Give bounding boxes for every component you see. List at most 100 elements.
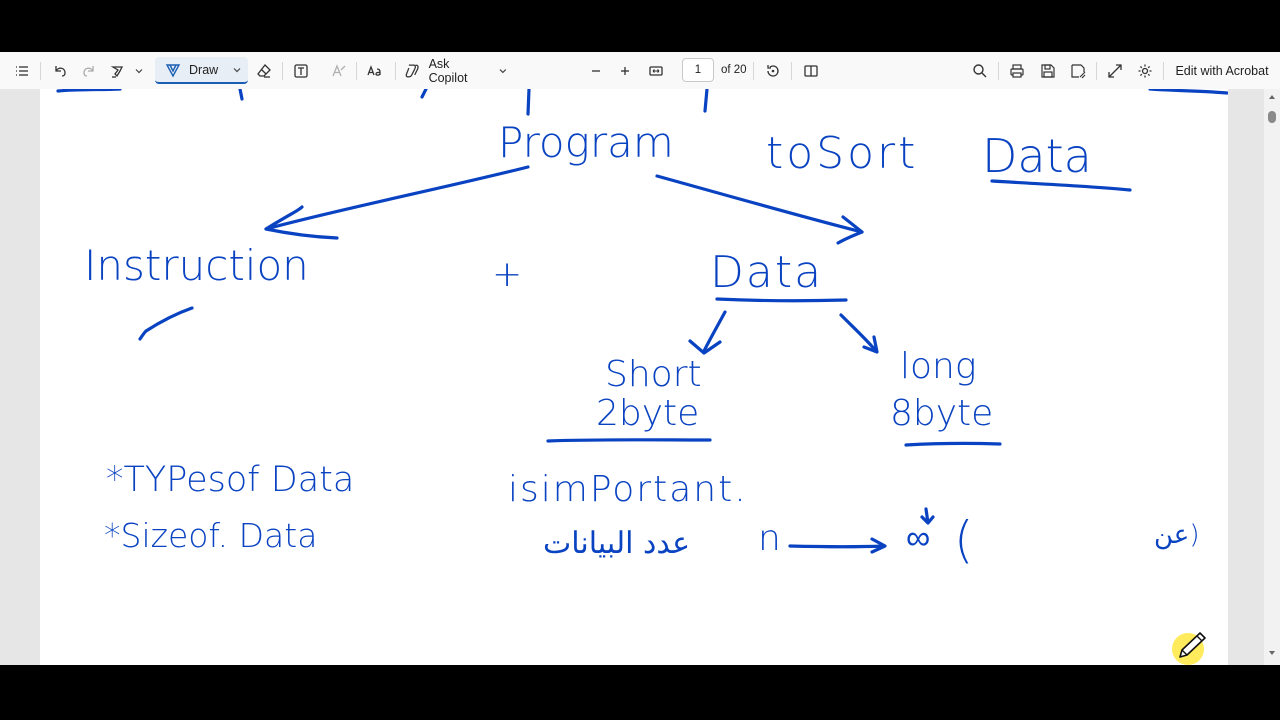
read-aloud-button[interactable] <box>363 52 387 89</box>
note-size-of-data: *Sizeof. Data <box>104 516 318 555</box>
ink-stroke <box>546 438 712 443</box>
toolbar-divider <box>395 62 396 80</box>
toolbar-divider <box>998 62 999 80</box>
chevron-down-icon <box>499 68 507 73</box>
highlight-icon <box>110 65 124 78</box>
note-short-size: 2byte <box>596 393 700 434</box>
note-data-middle: Data <box>710 247 824 298</box>
note-is-important: isimPortant. <box>508 469 748 510</box>
copilot-icon <box>405 64 419 78</box>
zoom-out-icon <box>592 69 600 72</box>
ink-stroke <box>920 507 935 525</box>
draw-label: Draw <box>189 62 219 77</box>
note-plus: + <box>492 254 523 295</box>
vertical-scrollbar[interactable] <box>1264 89 1280 665</box>
note-data-top: Data <box>982 129 1092 183</box>
search-button[interactable] <box>968 52 992 89</box>
pdf-page[interactable]: Program toSort Data Instruction + Data S… <box>40 89 1228 665</box>
erase-button[interactable] <box>252 52 276 89</box>
ink-stroke <box>264 165 530 231</box>
scrollbar-thumb[interactable] <box>1268 111 1276 123</box>
page-view-icon <box>804 64 818 77</box>
settings-icon <box>1138 64 1152 77</box>
save-as-button[interactable] <box>1066 52 1090 89</box>
ink-stroke <box>655 174 864 234</box>
save-button[interactable] <box>1036 52 1060 89</box>
ink-stroke <box>839 313 878 353</box>
ink-stroke <box>138 306 194 341</box>
fullscreen-icon <box>1108 63 1122 78</box>
page-number-input[interactable]: 1 <box>682 58 714 82</box>
ink-stroke <box>862 335 879 354</box>
page-view-button[interactable] <box>799 52 823 89</box>
search-icon <box>973 63 987 77</box>
pdf-viewer[interactable]: Program toSort Data Instruction + Data S… <box>0 89 1280 665</box>
ink-stroke <box>688 339 722 355</box>
fit-page-button[interactable] <box>644 52 668 89</box>
edit-with-acrobat-button[interactable]: Edit with Acrobat <box>1170 52 1274 89</box>
highlight-options-button[interactable] <box>132 52 146 89</box>
zoom-in-icon <box>621 66 629 75</box>
ink-stroke <box>836 215 864 245</box>
ask-copilot-label: Ask Copilot <box>428 56 468 85</box>
fullscreen-button[interactable] <box>1103 52 1127 89</box>
contents-button[interactable] <box>10 52 34 89</box>
scroll-down-icon <box>1269 651 1275 655</box>
undo-icon <box>55 65 66 77</box>
undo-button[interactable] <box>48 52 72 89</box>
zoom-in-button[interactable] <box>613 52 637 89</box>
note-arabic-count: عدد البيانات <box>543 526 690 561</box>
note-n: n <box>758 518 781 559</box>
redo-icon <box>83 65 94 77</box>
eraser-icon <box>257 63 271 78</box>
scroll-up-button[interactable] <box>1264 93 1280 105</box>
toolbar-divider <box>282 62 283 80</box>
text-format-button[interactable] <box>327 52 351 89</box>
rotate-icon <box>767 64 779 77</box>
ink-stroke <box>702 310 727 353</box>
toolbar-divider <box>356 62 357 80</box>
draw-icon <box>165 63 181 77</box>
ink-stroke <box>870 537 887 554</box>
ink-stroke <box>264 205 339 240</box>
rotate-button[interactable] <box>761 52 785 89</box>
text-format-icon <box>332 63 346 76</box>
note-long: long <box>900 346 977 387</box>
note-short: Short <box>605 354 702 395</box>
print-button[interactable] <box>1005 52 1029 89</box>
ink-stroke <box>715 297 848 303</box>
note-program: Program <box>498 118 674 167</box>
highlight-button[interactable] <box>106 52 130 89</box>
ink-stroke <box>990 179 1132 192</box>
ask-copilot-button[interactable]: Ask Copilot <box>404 52 508 89</box>
note-types-of-data: *TYPesof Data <box>106 460 355 500</box>
read-aloud-icon <box>367 64 381 76</box>
ink-stroke <box>238 89 244 101</box>
redo-button[interactable] <box>77 52 101 89</box>
chevron-down-icon <box>135 68 143 73</box>
ink-stroke <box>526 89 531 116</box>
add-text-button[interactable] <box>289 52 313 89</box>
text-box-icon <box>294 63 308 78</box>
save-as-icon <box>1071 63 1086 78</box>
video-letterbox-bottom <box>0 665 1280 720</box>
note-infinity: ∞ <box>906 518 931 558</box>
ink-stroke <box>1148 89 1228 95</box>
fit-page-icon <box>649 65 663 76</box>
scroll-down-button[interactable] <box>1264 649 1280 661</box>
note-long-size: 8byte <box>890 393 994 434</box>
chevron-down-icon <box>233 67 241 72</box>
pdf-toolbar: Draw Ask Copilot 1 of 20 <box>0 52 1280 90</box>
note-to-sort: toSort <box>766 128 919 179</box>
ink-stroke <box>788 544 886 549</box>
draw-button[interactable]: Draw <box>155 57 248 84</box>
zoom-out-button[interactable] <box>584 52 608 89</box>
toolbar-divider <box>1163 62 1164 80</box>
scroll-up-icon <box>1269 95 1275 99</box>
contents-icon <box>16 65 28 76</box>
print-icon <box>1010 63 1024 78</box>
pen-cursor-icon <box>1172 632 1206 665</box>
ink-stroke <box>420 89 428 99</box>
settings-button[interactable] <box>1133 52 1157 89</box>
note-arabic-partial: عن) <box>1154 520 1200 550</box>
